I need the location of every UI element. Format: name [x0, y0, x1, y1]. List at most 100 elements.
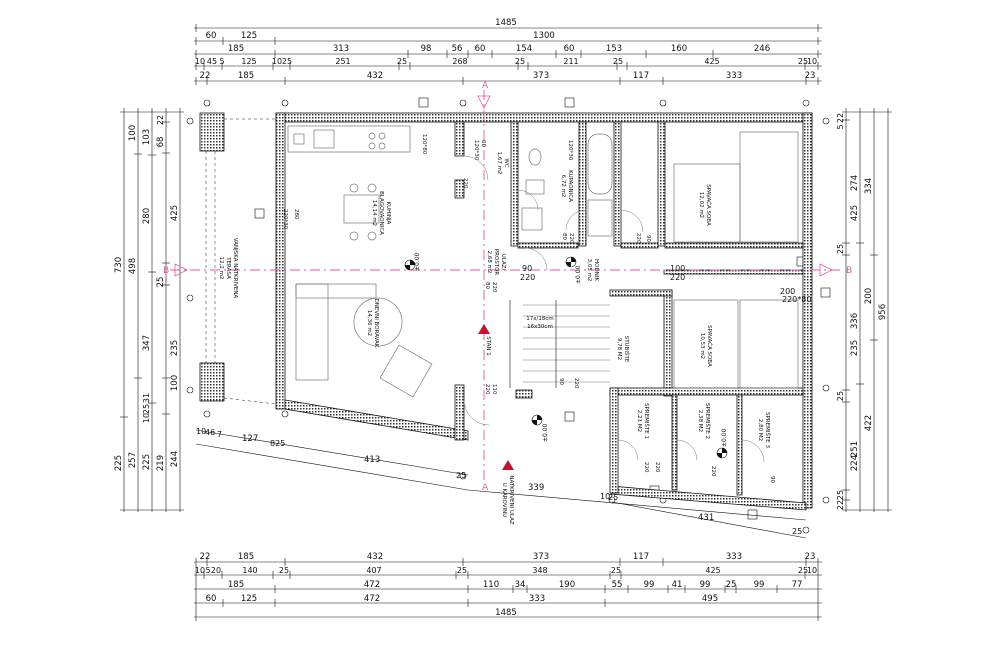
dim-label: 25: [279, 566, 289, 575]
dim-label: 422: [864, 415, 874, 431]
room-storage-1: SPREMIŠTE 1 2,21 M2: [636, 403, 650, 439]
dim-label: 339: [528, 483, 544, 493]
svg-text:2,21 M2: 2,21 M2: [636, 410, 642, 432]
dim-label: 10: [195, 57, 205, 66]
svg-text:3,05 m2: 3,05 m2: [586, 259, 592, 282]
dim-label: 348: [532, 566, 547, 575]
dim-label: 153: [606, 44, 622, 54]
dim-label: 472: [364, 594, 380, 604]
dim-label: 956: [878, 304, 888, 320]
dim-label: 110: [483, 580, 499, 590]
dim-label: 45: [207, 57, 217, 66]
dim-label: 7: [217, 430, 222, 439]
dim-label: 60: [564, 44, 575, 54]
svg-text:SPREMIŠTE 3: SPREMIŠTE 3: [764, 412, 771, 449]
dim-top-total: 1485: [495, 18, 517, 28]
svg-text:TERASA: TERASA: [225, 256, 231, 279]
dim-label: 235: [850, 340, 860, 356]
dim-label: 25: [836, 391, 845, 401]
svg-text:14,36 m2: 14,36 m2: [366, 310, 372, 336]
dim-label: 34: [515, 580, 526, 590]
svg-text:80: 80: [484, 282, 490, 289]
dim-label: 10: [142, 413, 151, 423]
dim-label: 46: [205, 428, 215, 437]
dim-label: 211: [563, 57, 578, 66]
svg-text:KUHINJA: KUHINJA: [385, 202, 391, 225]
svg-text:NATKRIVENI ULAZ: NATKRIVENI ULAZ: [508, 475, 514, 525]
left-dimensions: 730 225 100 498 257 103 280 347 31 25 10…: [114, 108, 184, 512]
room-hall: HODNIK 3,05 m2: [586, 259, 599, 282]
dim-label: 413: [364, 455, 380, 465]
dim-label: 23: [805, 552, 816, 562]
svg-text:VANJSKA NATKRIVENA: VANJSKA NATKRIVENA: [232, 238, 238, 299]
svg-text:SPAVAĆA SOBA: SPAVAĆA SOBA: [705, 184, 712, 226]
svg-text:WC: WC: [503, 158, 509, 167]
stan-label: STAN 1: [485, 336, 491, 356]
dim-label: 224: [850, 455, 860, 471]
svg-text:2,80 M2: 2,80 M2: [757, 419, 763, 441]
dim-label: 25: [282, 57, 292, 66]
entrance-arrows: [478, 324, 514, 470]
dim-label: 99: [754, 580, 765, 590]
dim-label: 373: [533, 71, 549, 81]
dim-label: 25: [515, 57, 525, 66]
dim-label: 200: [864, 288, 874, 304]
svg-text:220: 220: [491, 282, 497, 293]
section-b-left: B: [163, 266, 169, 276]
dim-label: 125: [241, 594, 257, 604]
svg-text:6,72 m2: 6,72 m2: [560, 175, 566, 198]
door-swings: [463, 155, 765, 463]
dim-label: 25: [836, 244, 845, 254]
dim-label: 22: [200, 552, 211, 562]
entrance-arrow-icon: [478, 324, 490, 334]
dim-label: 498: [128, 258, 138, 274]
dim-label: 117: [633, 552, 649, 562]
furniture: [287, 125, 799, 398]
dim-label: 425: [850, 205, 860, 221]
svg-text:HODNIK: HODNIK: [593, 259, 599, 281]
dim-label: 68: [156, 137, 166, 148]
dim-label: 154: [516, 44, 532, 54]
svg-text:1,67 m2: 1,67 m2: [496, 152, 502, 175]
dim-label: 41: [672, 580, 683, 590]
room-kitchen: KUHINJA BLAGOVAONICA 14,14 m2: [371, 191, 391, 235]
svg-text:220: 220: [635, 233, 641, 244]
svg-text:90: 90: [522, 264, 532, 273]
dim-label: 333: [726, 71, 742, 81]
svg-text:110: 110: [491, 384, 497, 395]
svg-text:220*80: 220*80: [782, 295, 811, 304]
dim-label: 432: [367, 552, 383, 562]
dim-label: 100: [128, 125, 138, 141]
svg-text:220: 220: [654, 462, 660, 473]
stair-spec: 17x/18cm 16x30cm: [526, 316, 554, 330]
dim-label: 25: [397, 57, 407, 66]
room-terrace: VANJSKA NATKRIVENA TERASA 12,2 m2: [218, 238, 238, 299]
walls[interactable]: [199, 112, 813, 511]
dim-label: 125: [241, 31, 257, 41]
dim-label: 60: [475, 44, 486, 54]
dim-label: 219: [156, 455, 166, 471]
svg-text:220: 220: [484, 384, 490, 395]
svg-text:2,68 m2: 2,68 m2: [486, 251, 492, 274]
dim-label: 274: [850, 175, 860, 191]
dim-label: 99: [644, 580, 655, 590]
dim-label: 98: [421, 44, 432, 54]
room-stairs: STUBIŠTE 9,78 M2: [616, 336, 630, 363]
level-label: ±0.00: [721, 428, 728, 447]
svg-text:220: 220: [710, 466, 716, 477]
room-entrance: ULAZ/ PROSTOR 2,68 m2: [486, 249, 506, 276]
dim-label: 334: [864, 178, 874, 194]
dim-label: 347: [142, 335, 152, 351]
dim-label: 730: [114, 257, 124, 273]
dim-label: 280: [142, 208, 152, 224]
svg-text:10,53 m2: 10,53 m2: [699, 333, 705, 359]
top-dimensions: 1485 60 125 1300 185 313 98 56 60 154 60…: [194, 18, 822, 85]
svg-text:SPREMIŠTE 2: SPREMIŠTE 2: [704, 403, 711, 439]
terrace-outline: [205, 118, 277, 405]
svg-text:12,02 m2: 12,02 m2: [698, 192, 704, 218]
svg-text:60: 60: [480, 140, 486, 147]
level-label: ±0.00: [542, 423, 549, 442]
dim-label: 225: [114, 455, 124, 471]
svg-text:220: 220: [520, 273, 535, 282]
